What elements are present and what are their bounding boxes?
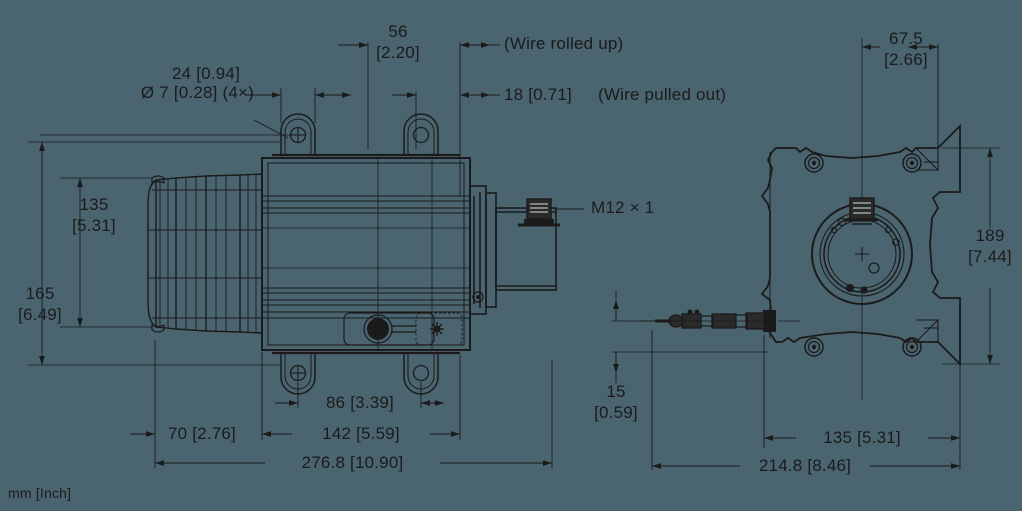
note-wire-rolled-up: (Wire rolled up) bbox=[504, 34, 624, 53]
dim-height-inner-inch: [5.31] bbox=[72, 216, 116, 235]
dim-overall-height-inch: [7.44] bbox=[968, 247, 1012, 266]
dim-body-rear: 70 [2.76] bbox=[168, 424, 236, 443]
hole-diameter-callout: Ø 7 [0.28] (4×) bbox=[140, 83, 254, 102]
bolt-boss bbox=[804, 153, 922, 357]
vent-star bbox=[430, 322, 444, 336]
dim-thread-m12: M12 × 1 bbox=[591, 198, 655, 217]
side-view-dimensions bbox=[28, 42, 553, 468]
dim-bolt-spacing-left: 24 [0.94] bbox=[172, 64, 240, 83]
dim-overall-length: 276.8 [10.90] bbox=[301, 453, 404, 472]
dim-front-body-width: 135 [5.31] bbox=[823, 428, 901, 447]
dim-body-mid: 142 [5.59] bbox=[322, 424, 400, 443]
dim-cable-height-inch: [0.59] bbox=[594, 403, 638, 422]
front-view-geometry bbox=[640, 38, 961, 400]
dim-height-inner-mm: 135 bbox=[79, 195, 109, 214]
dim-connector-offset-rolled-inch: [2.20] bbox=[376, 43, 420, 62]
dim-overall-height-mm: 189 bbox=[975, 226, 1005, 245]
dim-height-outer-mm: 165 bbox=[25, 284, 55, 303]
dim-foot-spacing: 86 [3.39] bbox=[326, 393, 394, 412]
dim-cable-height-mm: 15 bbox=[606, 382, 626, 401]
dim-flange-offset-inch: [2.66] bbox=[884, 50, 928, 69]
mounting-lug-top-right bbox=[403, 113, 439, 156]
front-view-dimensions bbox=[612, 44, 1000, 470]
m12-connector-front bbox=[846, 197, 878, 225]
dim-height-outer-inch: [6.49] bbox=[18, 305, 62, 324]
dim-flange-offset-mm: 67.5 bbox=[889, 29, 923, 48]
side-view-geometry bbox=[147, 113, 584, 395]
units-note: mm [Inch] bbox=[8, 485, 72, 501]
mounting-lug-top-left bbox=[280, 113, 316, 156]
dim-connector-offset-pulled: 18 [0.71] bbox=[504, 85, 572, 104]
note-wire-pulled-out: (Wire pulled out) bbox=[598, 85, 727, 104]
dim-connector-offset-rolled-mm: 56 bbox=[388, 22, 408, 41]
m12-connector bbox=[518, 198, 560, 227]
dim-front-overall-width: 214.8 [8.46] bbox=[758, 456, 852, 475]
